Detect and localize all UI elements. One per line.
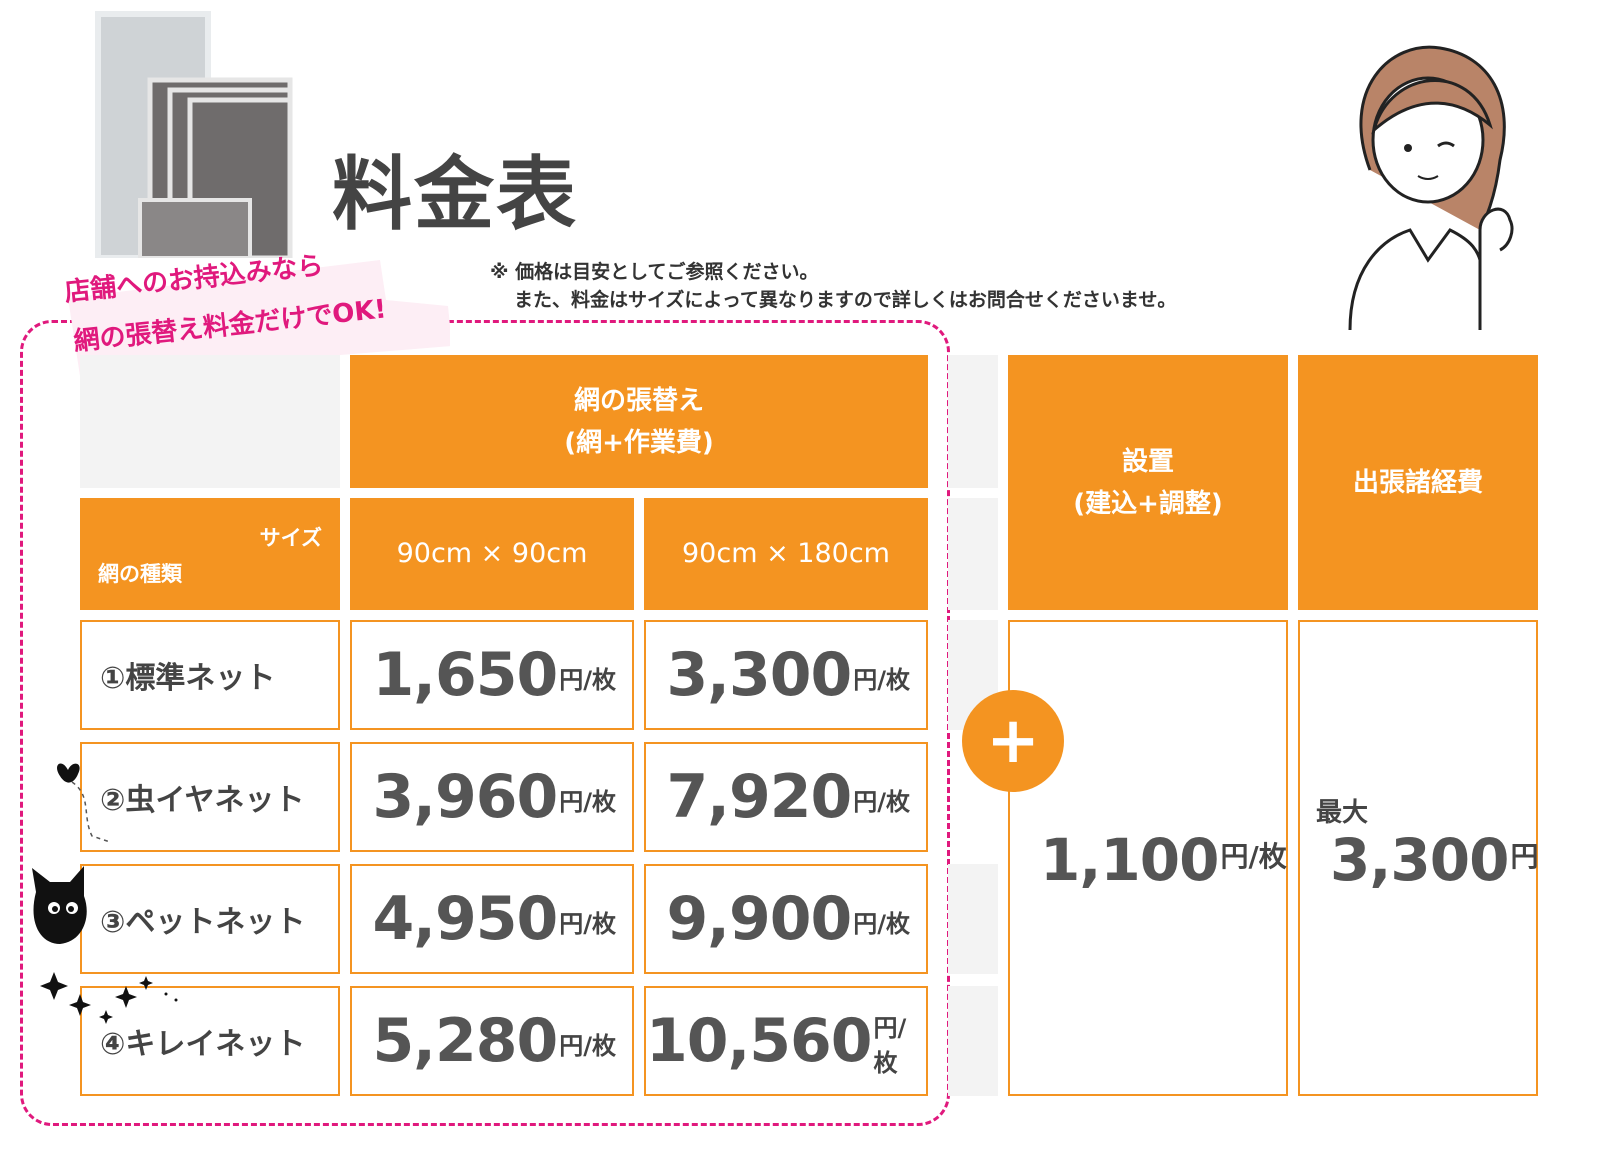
corner-size-label: サイズ (259, 526, 322, 550)
price-unit: 円/枚 (873, 1014, 907, 1077)
header-size-90x90: 90cm × 90cm (350, 498, 634, 610)
trip-price-cell (1298, 620, 1538, 1096)
price-value: 5,280 (372, 1006, 558, 1076)
price-note: ※ 価格は目安としてご参照ください。 また、料金はサイズによって異なりますので詳… (490, 258, 1176, 314)
header-net-line2: (網+作業費) (564, 427, 714, 458)
size1-label: 90cm × 90cm (396, 538, 588, 569)
header-trip: 出張諸経費 (1298, 355, 1538, 610)
install-price-value: 1,100 (1040, 826, 1219, 894)
row-label-standard: ①標準ネット (80, 620, 340, 730)
note-line1: ※ 価格は目安としてご参照ください。 (490, 261, 819, 283)
header-install: 設置 (建込+調整) (1008, 355, 1288, 610)
row-label-pet: ③ペットネット (80, 864, 340, 974)
cat-icon (32, 866, 87, 944)
price-value: 4,950 (372, 884, 558, 954)
gap-blank (948, 355, 998, 488)
price-unit: 円/枚 (853, 665, 910, 694)
sparkle-icon (40, 972, 178, 1024)
install-price-cell (1008, 620, 1288, 1096)
price-value: 3,300 (666, 640, 852, 710)
page-title: 料金表 (332, 148, 578, 241)
woman-illustration (1348, 45, 1514, 330)
price-value: 1,650 (372, 640, 558, 710)
corner-blank (80, 355, 340, 488)
install-header-line1: 設置 (1121, 446, 1174, 477)
size2-label: 90cm × 180cm (682, 538, 890, 569)
price-value: 7,920 (666, 762, 852, 832)
trip-max-label: 最大 (1316, 798, 1369, 828)
header-corner: サイズ 網の種類 (80, 498, 340, 610)
gap-blank (948, 864, 998, 974)
row-label-insect: ②虫イヤネット (80, 742, 340, 852)
price-unit: 円/枚 (853, 909, 910, 938)
screen-frames-image (95, 11, 293, 258)
price-unit: 円/枚 (559, 787, 616, 816)
install-price-unit: 円/枚 (1220, 840, 1287, 873)
trip-price-value: 3,300 (1330, 826, 1509, 894)
note-line2: また、料金はサイズによって異なりますので詳しくはお問合せくださいませ。 (514, 289, 1177, 311)
gap-blank (948, 498, 998, 610)
trip-price-unit: 円 (1510, 840, 1539, 873)
insect-icon (57, 763, 111, 843)
price-value: 9,900 (666, 884, 852, 954)
price-value: 10,560 (646, 1006, 873, 1076)
plus-icon: + (962, 690, 1064, 792)
price-unit: 円/枚 (559, 1031, 616, 1060)
price-unit: 円/枚 (559, 665, 616, 694)
corner-type-label: 網の種類 (98, 562, 182, 586)
header-size-90x180: 90cm × 180cm (644, 498, 928, 610)
install-header-line2: (建込+調整) (1073, 488, 1223, 519)
price-value: 3,960 (372, 762, 558, 832)
gap-blank (948, 986, 998, 1096)
callout-bubble (68, 260, 450, 376)
price-unit: 円/枚 (853, 787, 910, 816)
row-label-clean: ④キレイネット (80, 986, 340, 1096)
header-net-line1: 網の張替え (573, 385, 704, 416)
trip-header: 出張諸経費 (1352, 467, 1483, 498)
header-net-replacement: 網の張替え (網+作業費) (350, 355, 928, 488)
price-unit: 円/枚 (559, 909, 616, 938)
